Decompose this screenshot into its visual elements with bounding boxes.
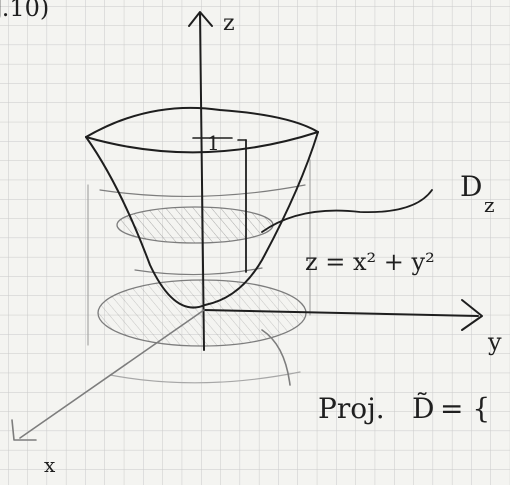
x-axis-label: x bbox=[44, 453, 56, 477]
level-curve-lower bbox=[134, 267, 263, 276]
domain-pointer bbox=[261, 189, 433, 233]
x-axis bbox=[19, 309, 205, 439]
z-axis-label: z bbox=[223, 11, 235, 36]
paraboloid-outline bbox=[85, 131, 319, 309]
y-axis-label: y bbox=[487, 328, 502, 356]
y-axis bbox=[203, 309, 479, 317]
surface-equation: z = x² + y² bbox=[305, 248, 435, 276]
projection-label: Proj. bbox=[318, 392, 385, 425]
z-axis-arrowhead bbox=[188, 11, 213, 27]
x-axis-arrowhead bbox=[11, 419, 37, 441]
z-axis bbox=[199, 13, 205, 351]
domain-label: D bbox=[460, 170, 482, 203]
y-axis-arrowhead bbox=[461, 299, 483, 331]
header-text: J.10) bbox=[0, 0, 49, 22]
projection-set-open: = { bbox=[440, 392, 490, 425]
projection-pointer bbox=[261, 329, 291, 386]
cross-section-hatching bbox=[117, 207, 273, 243]
domain-subscript: z bbox=[484, 193, 495, 217]
projection-disk-hatching bbox=[98, 280, 306, 346]
paraboloid-top-rim-back bbox=[85, 106, 319, 138]
lower-shadow-arc bbox=[109, 371, 301, 384]
projection-tilde-d: D̃ bbox=[412, 392, 434, 425]
tick-z-label: 1 bbox=[207, 131, 220, 155]
